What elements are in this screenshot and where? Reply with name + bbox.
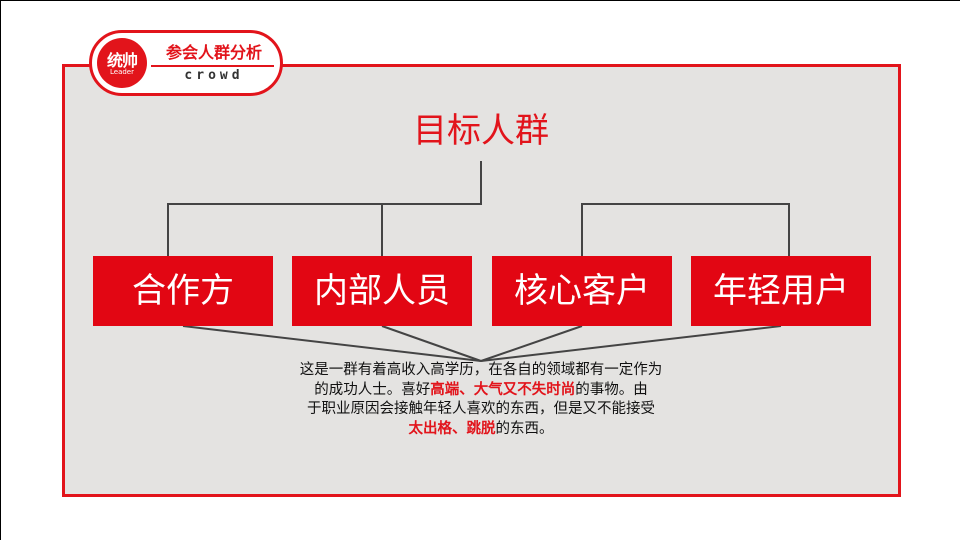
segment-box-partners: 合作方 — [93, 256, 273, 326]
description-line: 太出格、跳脱的东西。 — [271, 420, 691, 440]
logo-text: 统帅 — [106, 51, 138, 70]
audience-description: 这是一群有着高收入高学历，在各自的领域都有一定作为 的成功人士。喜好高端、大气又… — [271, 361, 691, 439]
logo-subtext: Leader — [109, 68, 134, 76]
segment-box-young-users: 年轻用户 — [691, 256, 871, 326]
description-text: 的事物。由 — [575, 381, 648, 398]
section-subtitle: crowd — [184, 68, 244, 83]
description-highlight: 太出格、跳脱 — [408, 420, 496, 437]
header-divider — [151, 65, 274, 67]
description-line: 于职业原因会接触年轻人喜欢的东西，但是又不能接受 — [307, 401, 655, 417]
description-line: 的成功人士。喜好高端、大气又不失时尚的事物。由 — [271, 381, 691, 401]
description-text: 的成功人士。喜好 — [314, 381, 431, 398]
section-title: 参会人群分析 — [165, 43, 262, 62]
diagram-root-title: 目标人群 — [413, 111, 549, 151]
description-line: 这是一群有着高收入高学历，在各自的领域都有一定作为 — [299, 362, 663, 378]
segment-box-core-clients: 核心客户 — [492, 256, 672, 326]
brand-logo: 统帅 Leader — [97, 38, 147, 88]
description-text: 的东西。 — [495, 420, 554, 437]
segment-box-internal-staff: 内部人员 — [292, 256, 472, 326]
description-highlight: 高端、大气又不失时尚 — [430, 381, 576, 398]
